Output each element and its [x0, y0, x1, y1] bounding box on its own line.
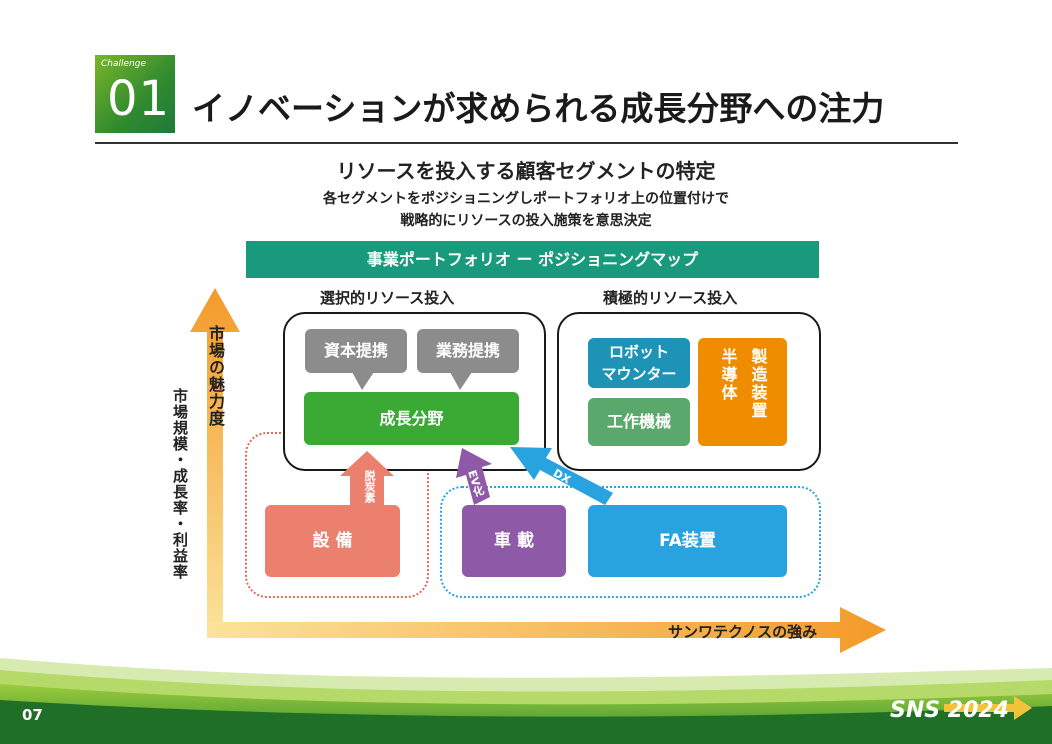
business-alliance-bubble: 業務提携 [417, 329, 519, 373]
decarbonization-label: 脱炭素 [363, 470, 376, 503]
automotive-box: 車 載 [462, 505, 566, 577]
x-axis-label: サンワテクノスの強み [668, 623, 818, 641]
fa-equipment-box: FA装置 [588, 505, 787, 577]
title-divider [95, 142, 958, 144]
machine-tool-box: 工作機械 [588, 398, 690, 446]
y-axis-label: 市場の魅力度 [206, 325, 225, 427]
section-subtitle: リソースを投入する顧客セグメントの特定 [336, 159, 716, 183]
y-axis-sublabel: 市場規模・成長率・利益率 [171, 388, 189, 580]
footer-wave [0, 658, 1052, 744]
y-axis-arrow [190, 288, 240, 636]
equipment-box: 設 備 [265, 505, 400, 577]
portfolio-banner: 事業ポートフォリオ ー ポジショニングマップ [246, 241, 819, 278]
robot-mounter-box: ロボット マウンター [588, 338, 690, 388]
page-title: イノベーションが求められる成長分野への注力 [192, 89, 885, 128]
growth-field-box: 成長分野 [304, 392, 519, 445]
description-line-1: 各セグメントをポジショニングしポートフォリオ上の位置付けで [323, 191, 729, 207]
manufacturing-equipment-label: 製造装置 [748, 348, 768, 420]
semiconductor-label: 半導体 [718, 348, 738, 402]
blue-dotted-area [440, 486, 821, 598]
x-axis-arrow [207, 607, 886, 653]
dx-arrow [510, 447, 613, 505]
logo-arrow [944, 696, 1032, 720]
robot-label: ロボット [608, 343, 669, 361]
capital-alliance-bubble: 資本提携 [305, 329, 407, 373]
ev-arrow [456, 448, 492, 505]
challenge-label: Challenge [101, 59, 146, 69]
semiconductor-equipment-box: 半導体 製造装置 [698, 338, 787, 446]
challenge-number: 01 [107, 71, 171, 127]
page-number: 07 [22, 706, 43, 724]
right-section-heading: 積極的リソース投入 [603, 289, 738, 307]
mounter-label: マウンター [601, 365, 677, 383]
sns-logo: SNS 2024 [890, 698, 1009, 723]
challenge-badge: Challenge 01 [95, 55, 175, 133]
description-line-2: 戦略的にリソースの投入施策を意思決定 [400, 213, 652, 229]
left-section-heading: 選択的リソース投入 [320, 289, 455, 307]
decarbonization-arrow [340, 451, 394, 506]
